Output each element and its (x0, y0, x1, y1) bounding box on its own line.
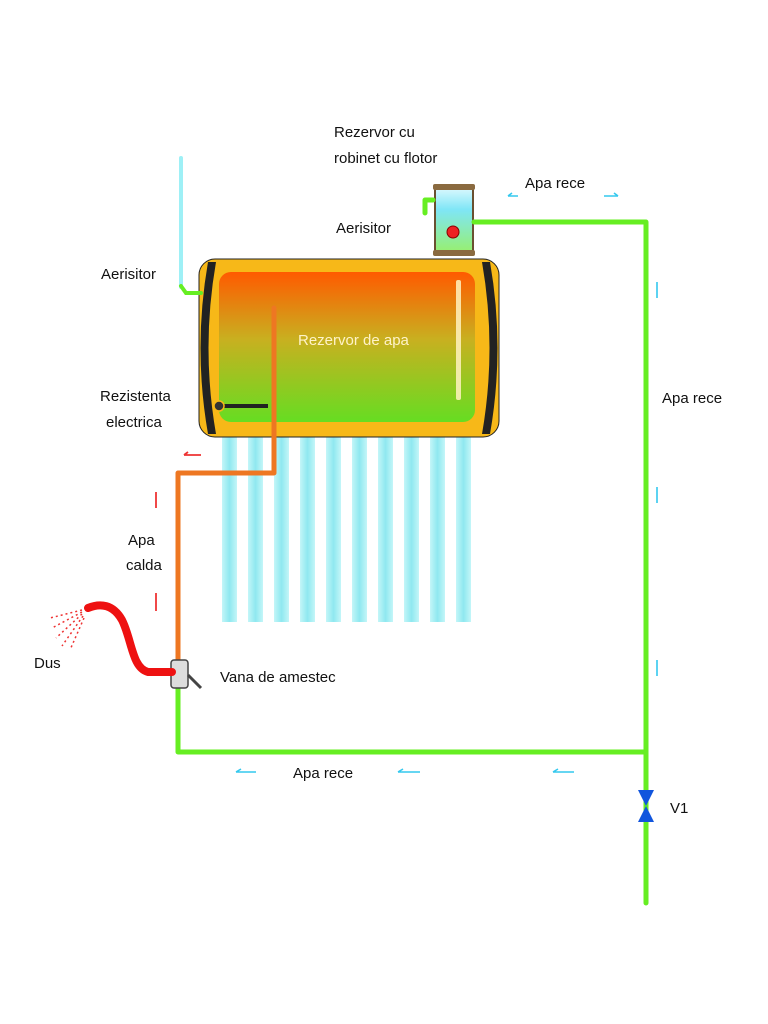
main-storage-tank (198, 258, 500, 438)
cold-pipe-main (471, 219, 649, 906)
vacuum-tube (222, 425, 237, 622)
cold-pipe-bottom (175, 685, 649, 755)
vacuum-tube (300, 425, 315, 622)
air-vent-small-pipe (422, 197, 436, 216)
shower-spray-icon (49, 609, 85, 651)
label-air-vent-top: Aerisitor (336, 220, 391, 237)
shower (49, 601, 176, 676)
vacuum-tube (404, 425, 419, 622)
air-vent-pipe (179, 156, 203, 295)
shower-hose (84, 601, 176, 676)
label-mixing-valve: Vana de amestec (220, 669, 336, 686)
vacuum-tube (352, 425, 367, 622)
label-float-tank-line1: Rezervor cu (334, 124, 415, 141)
label-shower: Dus (34, 655, 61, 672)
label-valve-v1: V1 (670, 800, 688, 817)
label-water-tank: Rezervor de apa (298, 332, 410, 349)
label-hot-water-line1: Apa (128, 532, 155, 549)
vacuum-tubes (222, 425, 471, 622)
electric-heater-element (213, 400, 268, 412)
vacuum-tube (274, 425, 289, 622)
mixing-valve (170, 659, 203, 690)
hot-flow-arrows (155, 451, 201, 611)
label-heater-line1: Rezistenta (100, 388, 172, 405)
vacuum-tube (326, 425, 341, 622)
label-cold-water-bottom: Apa rece (293, 765, 353, 782)
label-cold-water-top: Apa rece (525, 175, 585, 192)
cold-water-pipes (175, 197, 649, 906)
label-hot-water-line2: calda (126, 557, 163, 574)
label-heater-line2: electrica (106, 414, 163, 431)
hot-water-pipe (175, 305, 277, 663)
valve-v1-icon (638, 790, 654, 822)
vacuum-tube (456, 425, 471, 622)
vacuum-tube (248, 425, 263, 622)
label-air-vent-left: Aerisitor (101, 266, 156, 283)
float-ball-icon (446, 225, 460, 239)
label-float-tank-line2: robinet cu flotor (334, 150, 437, 167)
label-cold-water-right: Apa rece (662, 390, 722, 407)
tank-inner-water (219, 272, 475, 422)
float-tank (433, 184, 475, 256)
vacuum-tube (430, 425, 445, 622)
vacuum-tube (378, 425, 393, 622)
cold-flow-arrows (235, 192, 658, 773)
